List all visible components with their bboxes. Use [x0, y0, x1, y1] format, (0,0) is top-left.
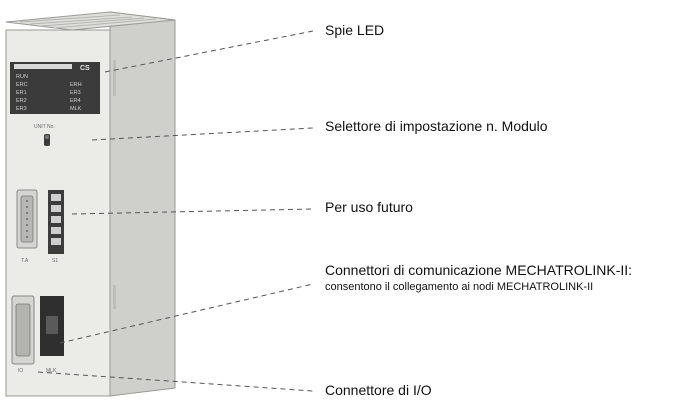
callout-selector: Selettore di impostazione n. Modulo: [325, 118, 548, 134]
callout-mlink-desc: consentono il collegamento ai nodi MECHA…: [325, 281, 594, 293]
led-label-right-2: ER4: [70, 98, 81, 104]
callout-led: Spie LED: [325, 22, 385, 38]
callout-future: Per uso futuro: [325, 199, 413, 215]
top-ribs: [19, 14, 157, 29]
callout-io: Connettore di I/O: [325, 382, 432, 398]
leader-future: [71, 208, 314, 215]
led-label-left-4: ER3: [16, 106, 27, 112]
side-slot-lower: [113, 285, 116, 309]
dsub-pins: [26, 200, 28, 238]
port-b-label: S1: [52, 258, 58, 264]
leader-selector: [91, 127, 314, 141]
led-label-right-1: ER3: [70, 90, 81, 96]
rotary-selector-dial: [45, 135, 49, 139]
port-c-label: IO: [18, 368, 23, 374]
io-port-inner: [15, 303, 31, 357]
leader-mlink: [59, 283, 314, 344]
led-label-right-3: MLK: [70, 106, 82, 112]
selector-label: UNIT No.: [34, 124, 55, 130]
led-panel-header-bar: [14, 64, 72, 69]
led-panel-header: CS: [80, 65, 90, 72]
led-label-left-2: ER1: [16, 90, 27, 96]
module-side-face: [109, 11, 176, 397]
mlink-port-socket: [46, 316, 58, 334]
led-label-right-0: ERH: [70, 82, 82, 88]
terminal-screws: [51, 194, 61, 245]
leader-io: [37, 371, 314, 392]
leader-lines: [37, 30, 314, 392]
port-d-label: MLK: [46, 368, 57, 374]
led-label-left-0: RUN: [16, 74, 28, 80]
side-slot: [113, 60, 116, 96]
led-label-left-1: ERC: [16, 82, 28, 88]
led-panel: [10, 62, 100, 114]
port-a-label: T.A: [21, 258, 29, 264]
callout-mlink-title: Connettori di comunicazione MECHATROLINK…: [325, 262, 633, 278]
led-label-left-3: ER2: [16, 98, 27, 104]
